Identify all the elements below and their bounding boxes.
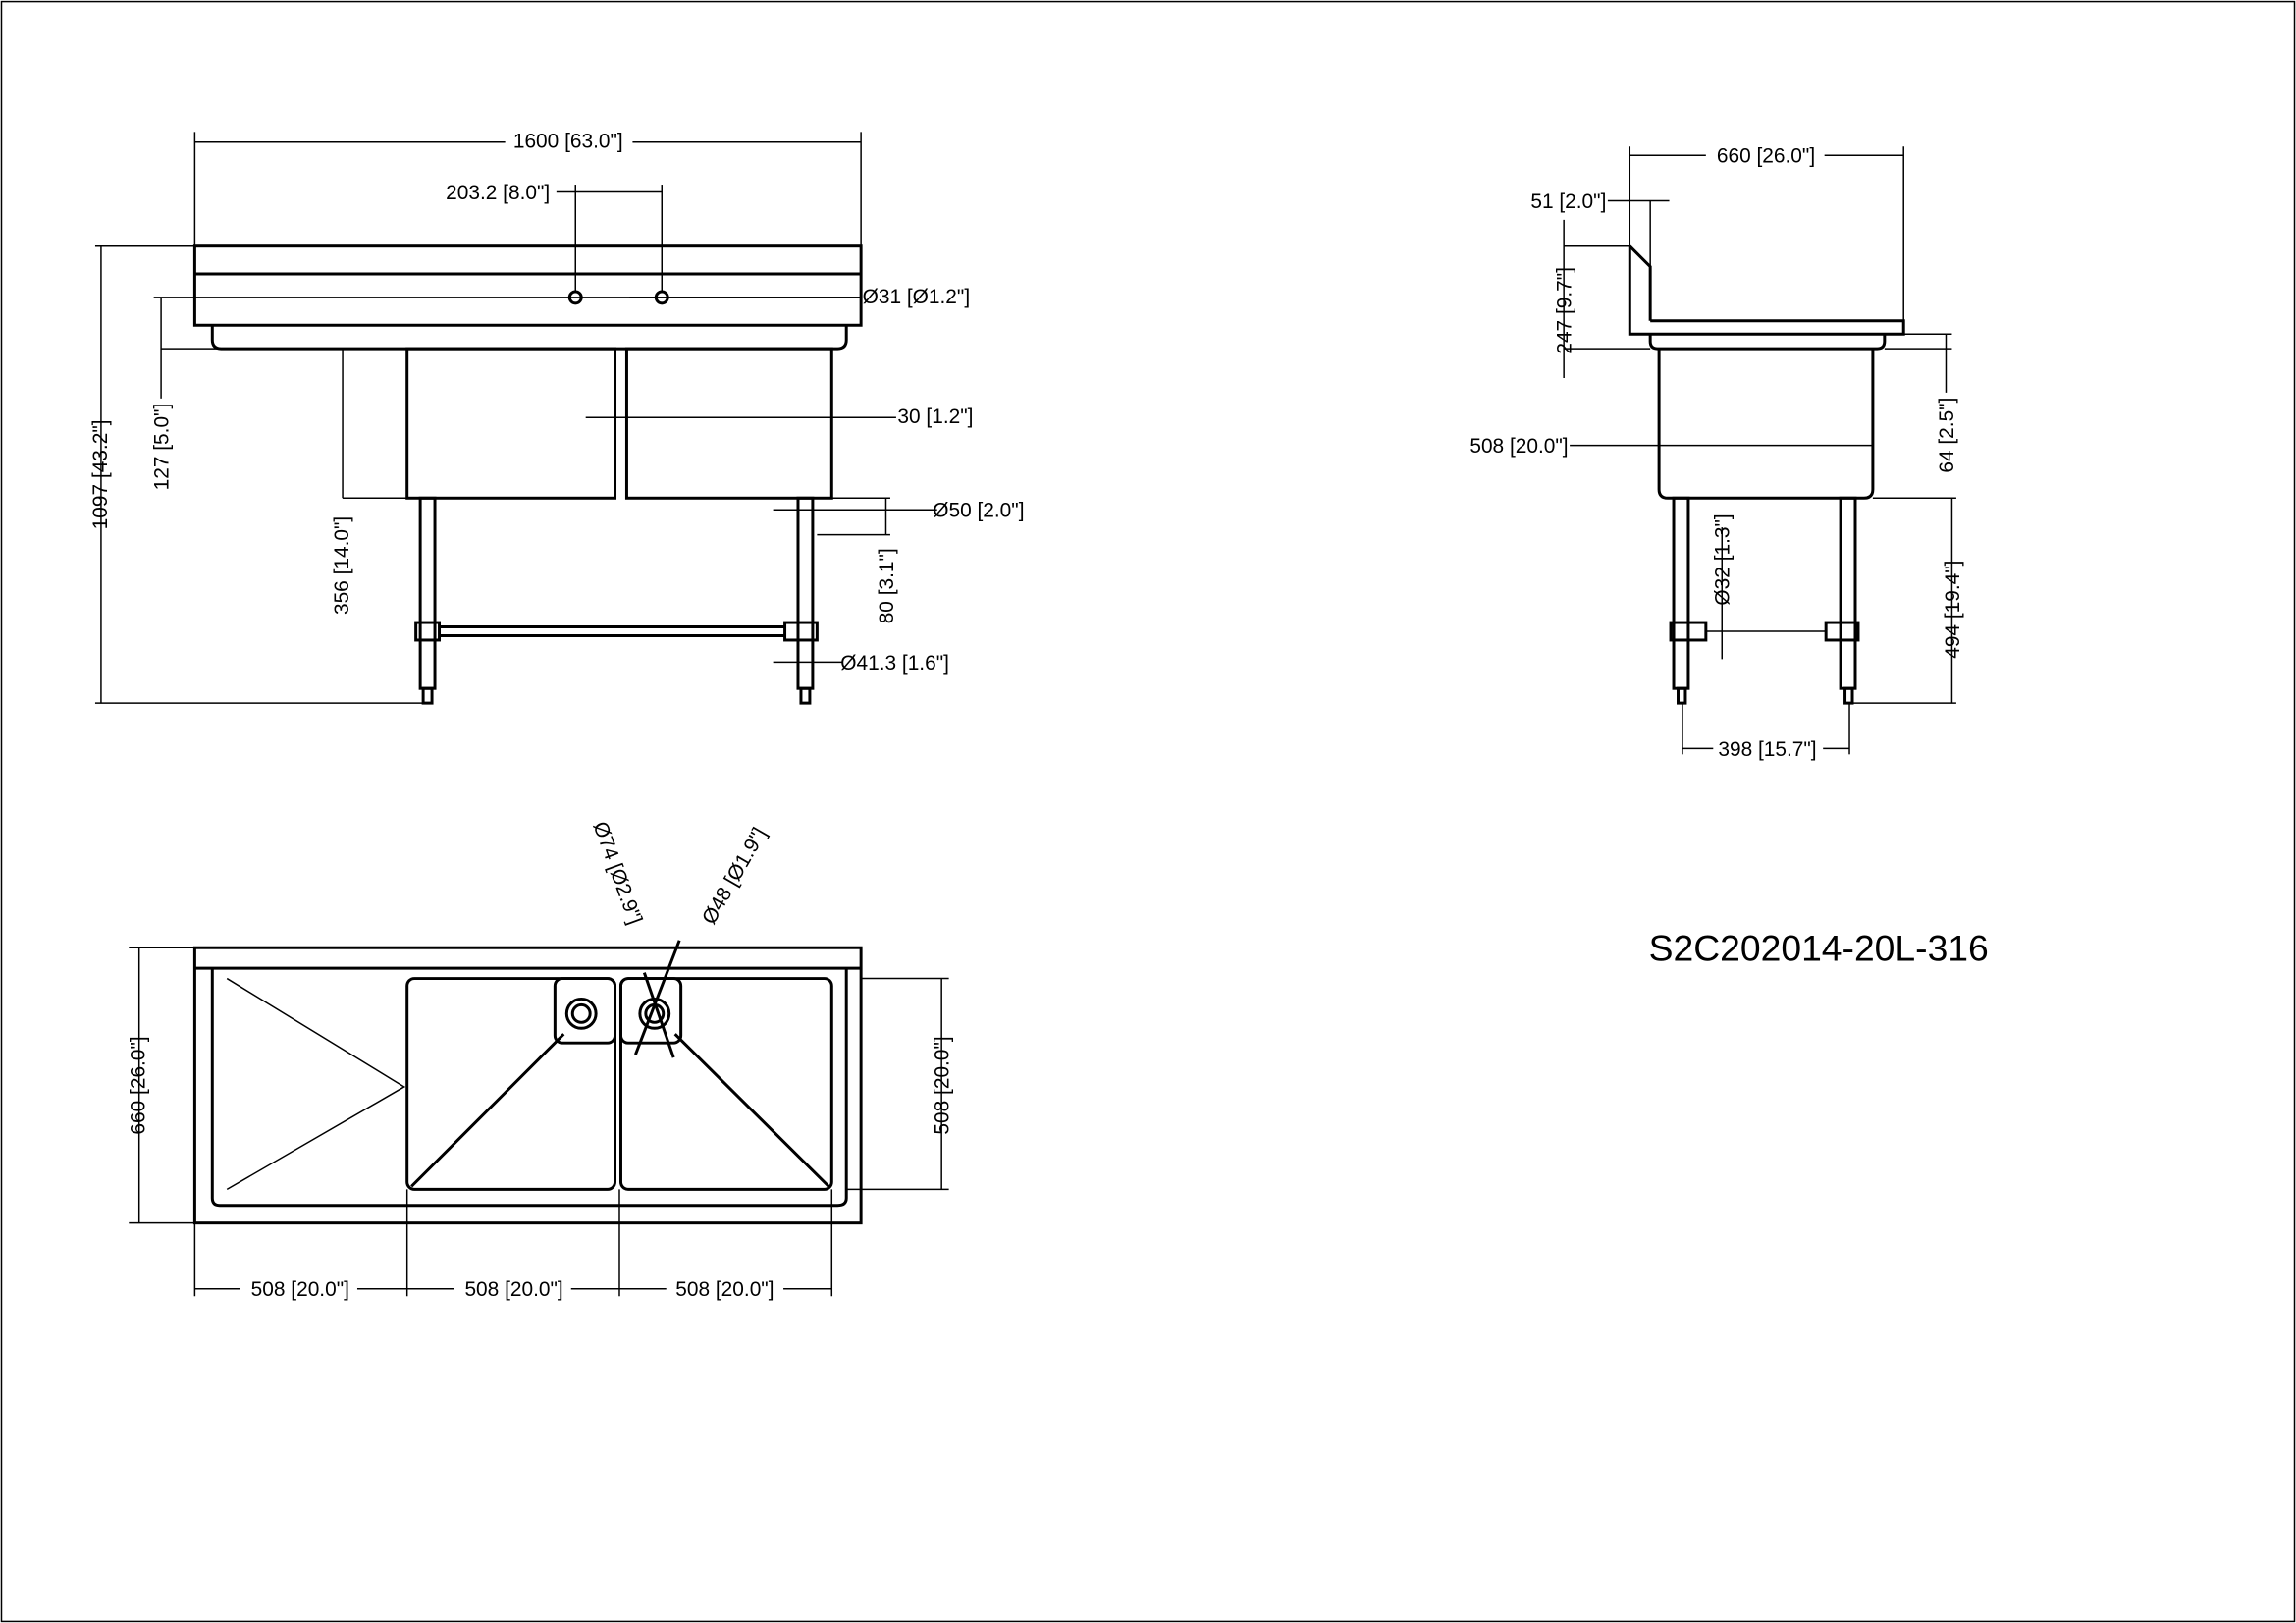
dim-splash-height: 247 [9.7"] xyxy=(1554,267,1576,354)
dim-bowl-width: 508 [20.0"] xyxy=(1469,435,1568,458)
dim-rim-height: 64 [2.5"] xyxy=(1936,398,1958,473)
dim-foot-height: 80 [3.1"] xyxy=(876,548,898,623)
model-number: S2C202014-20L-316 xyxy=(1649,928,1989,969)
dim-overall-height: 1097 [43.2"] xyxy=(89,419,112,529)
backsplash xyxy=(192,244,863,327)
dim-faucet-hole: Ø31 [Ø1.2"] xyxy=(863,286,971,308)
front-dimension-lines xyxy=(94,132,937,704)
plan-outline xyxy=(192,946,863,1225)
dim-bowl-depth: 356 [14.0"] xyxy=(331,516,353,615)
plan-view: Ø74 [Ø2.9"] Ø48 [Ø1.9"] 660 [26.0"] 508 … xyxy=(128,819,954,1301)
dim-plan-bowl-depth: 508 [20.0"] xyxy=(932,1036,954,1134)
rim xyxy=(210,325,848,351)
dim-splash-offset: 51 [2.0"] xyxy=(1530,190,1606,213)
dim-drain-inner: Ø48 [Ø1.9"] xyxy=(698,824,772,928)
dim-overall-width: 1600 [63.0"] xyxy=(513,131,623,153)
legs xyxy=(414,496,819,705)
plan-bowl-right xyxy=(618,977,833,1191)
dim-bowl1-width: 508 [20.0"] xyxy=(464,1278,562,1301)
bowl-right xyxy=(624,347,833,500)
dim-bowl2-width: 508 [20.0"] xyxy=(675,1278,774,1301)
front-view: 1600 [63.0"] 203.2 [8.0"] Ø31 [Ø1.2"] 10… xyxy=(89,131,1025,705)
dim-leg-height: 494 [19.4"] xyxy=(1942,561,1964,659)
drain-icon xyxy=(564,997,598,1030)
dim-drainboard-width: 508 [20.0"] xyxy=(251,1278,349,1301)
dim-drain-outer: Ø74 [Ø2.9"] xyxy=(588,819,646,928)
dim-crossbar: Ø32 [1.3"] xyxy=(1712,514,1735,605)
dim-leg-spacing: 398 [15.7"] xyxy=(1718,738,1816,761)
dim-overall-depth: 660 [26.0"] xyxy=(1717,145,1815,168)
drainboard-slope xyxy=(226,977,406,1191)
dim-faucet-spacing: 203.2 [8.0"] xyxy=(446,182,550,204)
side-view: 660 [26.0"] 51 [2.0"] 247 [9.7"] 508 [20… xyxy=(1469,145,1964,761)
side-top xyxy=(1628,245,1905,336)
dim-divider: 30 [1.2"] xyxy=(897,406,973,428)
side-dimension-lines xyxy=(1563,146,1956,755)
dim-backsplash-height: 127 [5.0"] xyxy=(151,404,174,491)
dim-leg: Ø41.3 [1.6"] xyxy=(840,652,949,675)
dim-leg-top: Ø50 [2.0"] xyxy=(933,500,1024,522)
plan-bowl-left xyxy=(405,977,617,1191)
dim-plan-depth: 660 [26.0"] xyxy=(128,1036,150,1134)
bowl-left xyxy=(405,347,617,500)
side-bowl xyxy=(1657,349,1875,500)
